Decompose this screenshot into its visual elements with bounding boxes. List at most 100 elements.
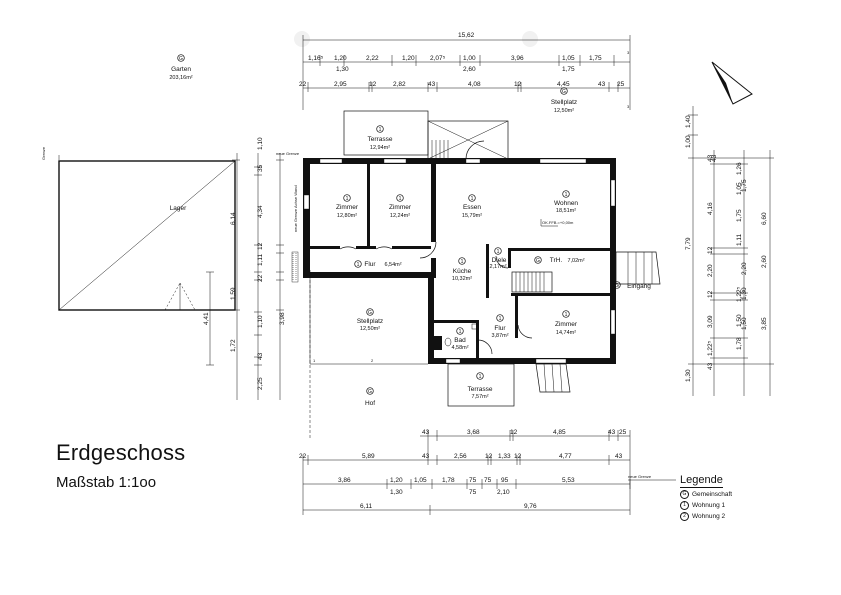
dim-right-8: 12 xyxy=(707,246,714,254)
dim-top-r1-5: 1,00 xyxy=(463,55,476,62)
shaft xyxy=(291,251,299,283)
neue-grenze-top: neue Grenze xyxy=(276,151,300,156)
entrance-steps xyxy=(615,251,661,285)
dim-total: 15,62 xyxy=(458,32,475,39)
zimmer1-name: Zimmer xyxy=(336,204,359,211)
sink-icon xyxy=(471,323,478,330)
dim-bot-r2-5: 1,33 xyxy=(498,453,511,460)
dim-right-o5: 1,50 xyxy=(741,317,748,330)
dim-top-r1-7: 1,05 xyxy=(562,55,575,62)
lager: Lager xyxy=(58,160,236,311)
zimmer3-area: 14,74m² xyxy=(556,330,576,336)
bad-area: 4,58m² xyxy=(451,345,468,351)
dim-top-r2-5: 4,08 xyxy=(468,81,481,88)
zimmer1-symbol: 1 xyxy=(346,196,349,202)
flur2-name: Flur xyxy=(494,325,506,332)
ok-ffb-note: OK.FFB.=+0,00m xyxy=(542,220,574,225)
dim-right-o0: 43 xyxy=(711,154,718,162)
garten-area: 203,16m² xyxy=(169,75,192,81)
north-arrow-icon xyxy=(711,61,753,105)
legend-label: Wohnung 1 xyxy=(692,502,726,509)
dim-top-r2-1: 2,95 xyxy=(334,81,347,88)
stairs-top xyxy=(427,120,509,160)
zimmer3-name: Zimmer xyxy=(555,321,578,328)
dim-left-8: 1,10 xyxy=(257,315,264,328)
dim-top-r2-9: 25 xyxy=(617,81,625,88)
stellplatz-mid-symbol: G xyxy=(368,310,372,316)
terrasse-top-name: Terrasse xyxy=(368,136,393,143)
room-wohnen: 1 Wohnen 18,51m² OK.FFB.=+0,00m xyxy=(540,190,578,227)
toilet-icon xyxy=(444,337,452,347)
diele-symbol: 1 xyxy=(497,249,500,255)
room-essen: 1 Essen 15,79m² xyxy=(462,194,482,219)
hof-name: Hof xyxy=(365,400,375,407)
dim-bot-r3b-2: 2,10 xyxy=(497,489,510,496)
dim-bot-r2-6: 12 xyxy=(514,453,522,460)
wohnen-name: Wohnen xyxy=(554,200,578,207)
lager-name: Lager xyxy=(170,205,187,212)
flur2-symbol: 1 xyxy=(499,316,502,322)
dim-bot-r2-3: 2,56 xyxy=(454,453,467,460)
dim-top-r1-6: 3,96 xyxy=(511,55,524,62)
trh-name: TrH. xyxy=(550,257,563,264)
dim-bot-r2-7: 4,77 xyxy=(559,453,572,460)
dim-bot-r2-1: 5,89 xyxy=(362,453,375,460)
terrasse-bottom-name: Terrasse xyxy=(468,386,493,393)
flur1-name: Flur xyxy=(364,261,376,268)
essen-name: Essen xyxy=(463,204,481,211)
dim-top-r1-4: 2,07⁵ xyxy=(430,55,446,62)
dim-left-3: 4,34 xyxy=(257,205,264,218)
room-stellplatz-mid: G Stellplatz 12,50m² xyxy=(357,308,383,332)
hof-label: G Hof xyxy=(365,387,375,407)
dim-bot-r3-5: 75 xyxy=(484,477,492,484)
dim-left-5: 1,11 xyxy=(257,253,264,266)
dim-top-r1-8: 1,75 xyxy=(589,55,602,62)
dimension-left: 1,10 35 6,14 4,34 12 1,11 22 1,59 1,10 3… xyxy=(203,137,286,400)
dim-top-r2-4: 43 xyxy=(428,81,436,88)
dim-bot-r2-8: 43 xyxy=(615,453,623,460)
dim-top-r1b-1: 2,60 xyxy=(463,66,476,73)
dim-right-1: 1,00 xyxy=(685,135,692,148)
dim-right-2: 43 xyxy=(707,154,714,162)
flur1-symbol: 1 xyxy=(357,262,360,268)
dim-top-r1-1: 1,20 xyxy=(334,55,347,62)
dim-left-13: 2,25 xyxy=(257,377,264,390)
wohnen-area: 18,51m² xyxy=(556,208,576,214)
dim-bot-r3b-1: 75 xyxy=(469,489,477,496)
dim-right-13: 3,09 xyxy=(707,315,714,328)
terrasse-top-symbol: 1 xyxy=(379,127,382,133)
stellplatz-mid-area: 12,50m² xyxy=(360,326,380,332)
zimmer2-symbol: 1 xyxy=(399,196,402,202)
stellplatz-top-symbol: G xyxy=(562,89,566,95)
terrasse-bottom: 1 Terrasse 7,57m² xyxy=(447,363,515,407)
dim-right-o8: 3,85 xyxy=(761,317,768,330)
dim-right-3: 1,26 xyxy=(736,162,743,175)
flur2-area: 3,87m² xyxy=(491,333,508,339)
terrasse-top-area: 12,94m² xyxy=(370,145,390,151)
eingang-symbol: G xyxy=(615,283,619,289)
legend-item: G Gemeinschaft xyxy=(680,490,732,499)
stellplatz-mid-name: Stellplatz xyxy=(357,318,383,325)
trh-symbol: G xyxy=(536,258,540,264)
bottom-steps xyxy=(535,363,571,393)
dim-bot-r2-4: 12 xyxy=(485,453,493,460)
zimmer2-area: 12,24m² xyxy=(390,213,410,219)
dim-left-2: 6,14 xyxy=(230,212,237,225)
stellplatz-top-name: Stellplatz xyxy=(551,99,577,106)
legend-symbol: 1 xyxy=(680,501,689,510)
room-zimmer-1: 1 Zimmer 12,80m² xyxy=(336,194,359,219)
garten-label: G Garten 203,16m² xyxy=(169,54,193,81)
dim-left-12: 43 xyxy=(257,352,264,360)
dimension-top: 15,62 1,16⁵ 1,20 2,22 1,20 2,07⁵ 1,00 3,… xyxy=(299,32,631,110)
kueche-area: 10,32m² xyxy=(452,276,472,282)
dim-bot-r3-4: 75 xyxy=(469,477,477,484)
stellplatz-top-label: G Stellplatz 12,50m² xyxy=(551,87,577,114)
dim-bot-r1-1: 3,68 xyxy=(467,429,480,436)
room-diele: 1 Diele 2,17m² xyxy=(489,247,507,270)
dim-top-r1-3: 1,20 xyxy=(402,55,415,62)
legend-item: 2 Wohnung 2 xyxy=(680,512,732,521)
punch-hole xyxy=(522,31,538,47)
dim-left-10: 4,41 xyxy=(203,312,210,325)
dim-right-4: 1,05 xyxy=(736,182,743,195)
essen-symbol: 1 xyxy=(471,196,474,202)
